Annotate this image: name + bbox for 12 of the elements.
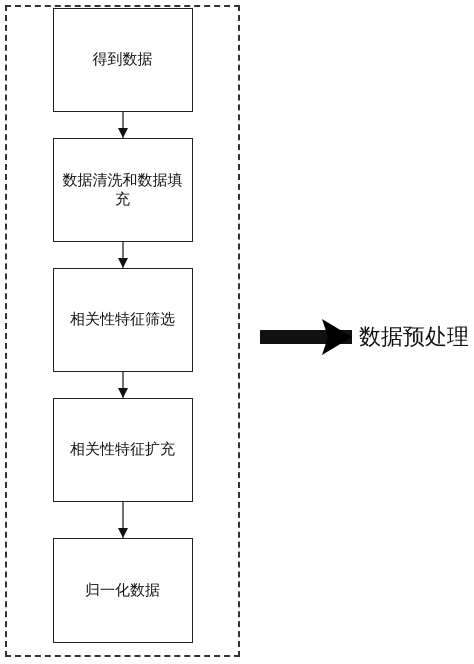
- dashed-frame: [5, 5, 240, 657]
- process-box: 得到数据: [52, 8, 192, 112]
- process-box: 相关性特征扩充: [52, 398, 192, 502]
- arrow: [260, 322, 352, 352]
- process-box: 数据清洗和数据填充: [52, 138, 192, 242]
- process-box: 归一化数据: [52, 538, 192, 642]
- arrow: [118, 112, 128, 138]
- arrow: [118, 372, 128, 398]
- heading-text: 数据预处理: [358, 320, 470, 354]
- arrow: [118, 242, 128, 268]
- process-box: 相关性特征筛选: [52, 268, 192, 372]
- arrow: [118, 502, 128, 538]
